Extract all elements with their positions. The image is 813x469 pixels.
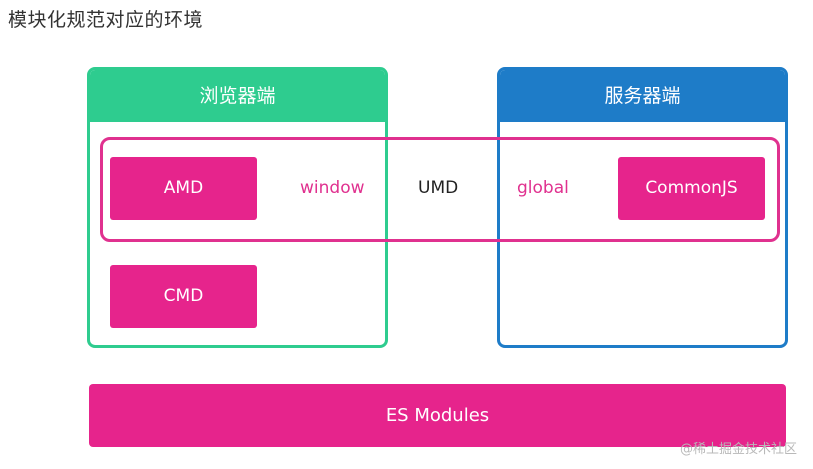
server-panel: 服务器端 [497, 67, 788, 348]
window-label: window [300, 178, 365, 198]
amd-box: AMD [110, 157, 257, 220]
umd-label: UMD [418, 178, 459, 198]
es-modules-bar: ES Modules [89, 384, 786, 447]
browser-panel: 浏览器端 [87, 67, 388, 348]
page-title: 模块化规范对应的环境 [8, 9, 204, 31]
cmd-box: CMD [110, 265, 257, 328]
watermark: @稀土掘金技术社区 [679, 442, 797, 457]
global-label: global [517, 178, 569, 198]
commonjs-box: CommonJS [618, 157, 765, 220]
browser-panel-header: 浏览器端 [90, 70, 385, 122]
server-panel-header: 服务器端 [500, 70, 785, 122]
umd-frame [100, 137, 780, 242]
